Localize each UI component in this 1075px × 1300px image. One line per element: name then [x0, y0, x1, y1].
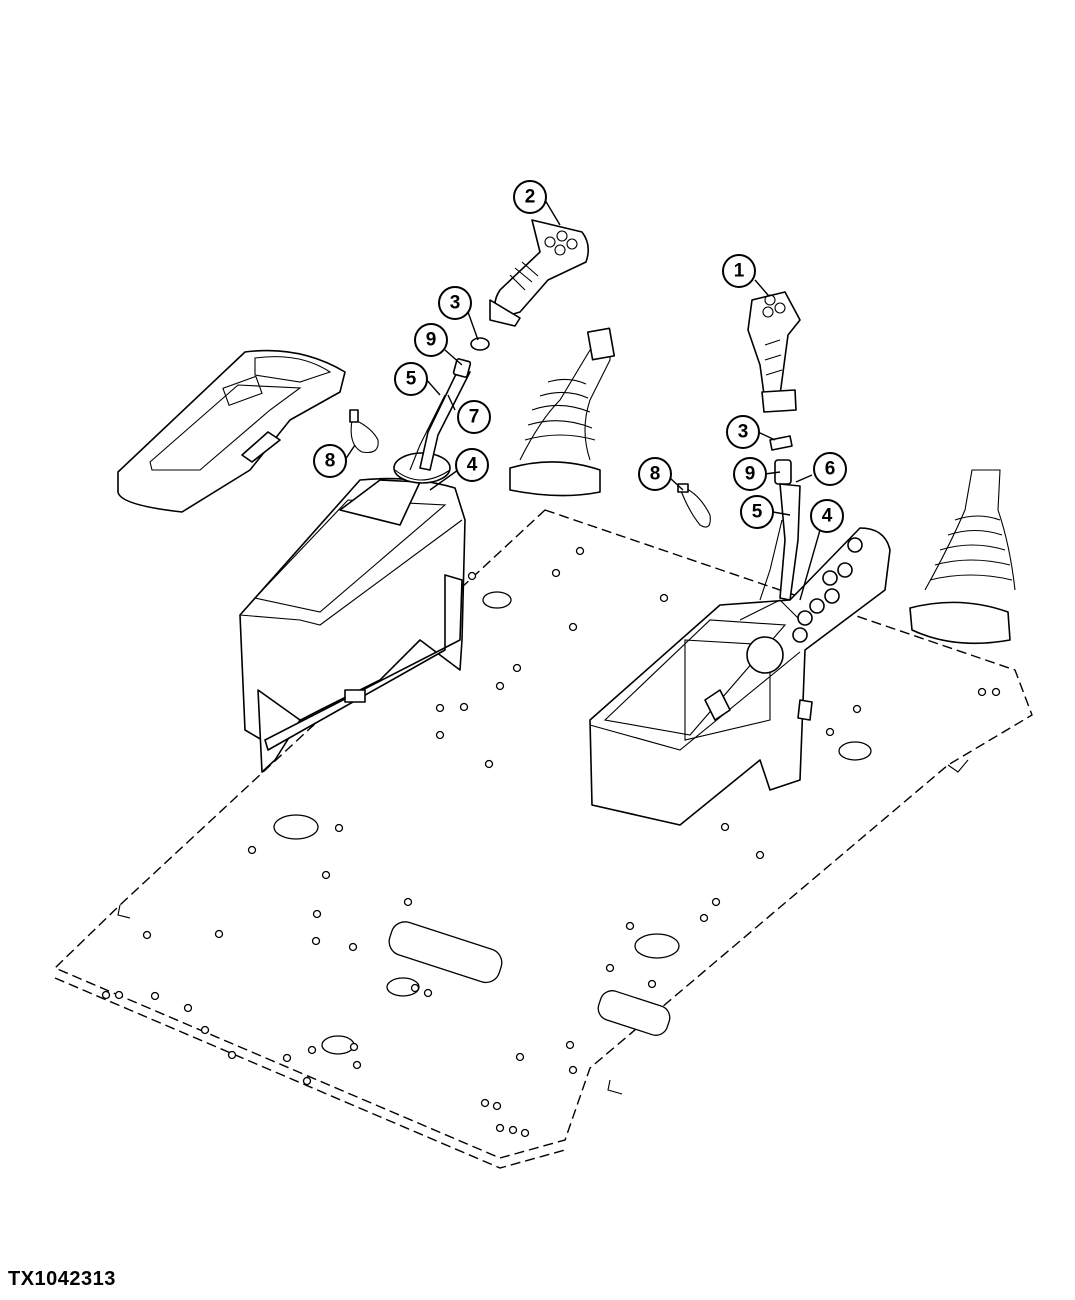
svg-text:5: 5	[752, 502, 763, 523]
svg-text:6: 6	[825, 459, 836, 480]
svg-text:4: 4	[822, 506, 833, 527]
callout-2: 2	[513, 180, 547, 214]
callout-1: 1	[722, 254, 756, 288]
svg-text:9: 9	[745, 464, 756, 485]
floor-plate	[53, 509, 1033, 1169]
callout-6: 6	[813, 452, 847, 486]
svg-text:3: 3	[738, 422, 749, 443]
svg-text:3: 3	[450, 293, 461, 314]
leader-lines	[344, 199, 821, 601]
left-cable-tie	[349, 409, 379, 454]
svg-text:1: 1	[734, 261, 745, 282]
callout-4-left: 4	[455, 448, 489, 482]
right-ring	[769, 435, 793, 451]
switch-panel	[792, 537, 863, 643]
right-joystick-handle	[747, 291, 801, 413]
callout-3-right: 3	[726, 415, 760, 449]
figure-id-label: TX1042313	[8, 1268, 116, 1290]
svg-text:4: 4	[467, 455, 478, 476]
svg-text:7: 7	[469, 407, 480, 428]
callout-8-right: 8	[638, 457, 672, 491]
svg-text:8: 8	[325, 451, 336, 472]
callout-9-left: 9	[414, 323, 448, 357]
left-cable-assembly	[409, 337, 490, 471]
callout-5-right: 5	[740, 495, 774, 529]
callout-3-left: 3	[438, 286, 472, 320]
svg-text:9: 9	[426, 330, 437, 351]
right-cable-assembly	[759, 459, 801, 601]
right-cable-tie	[677, 483, 711, 528]
left-console	[239, 452, 466, 773]
svg-text:8: 8	[650, 464, 661, 485]
svg-text:5: 5	[406, 369, 417, 390]
left-bellows-boot	[509, 327, 616, 497]
callout-9-right: 9	[733, 457, 767, 491]
callout-5-left: 5	[394, 362, 428, 396]
callout-7: 7	[457, 400, 491, 434]
svg-text:2: 2	[525, 187, 536, 208]
left-armrest-pad	[117, 349, 346, 513]
right-console	[589, 527, 891, 826]
left-joystick-handle	[489, 219, 590, 327]
callout-8-left: 8	[313, 444, 347, 478]
right-bellows-boot	[909, 469, 1016, 645]
mounting-holes	[101, 546, 1001, 1138]
callout-4-right: 4	[810, 499, 844, 533]
